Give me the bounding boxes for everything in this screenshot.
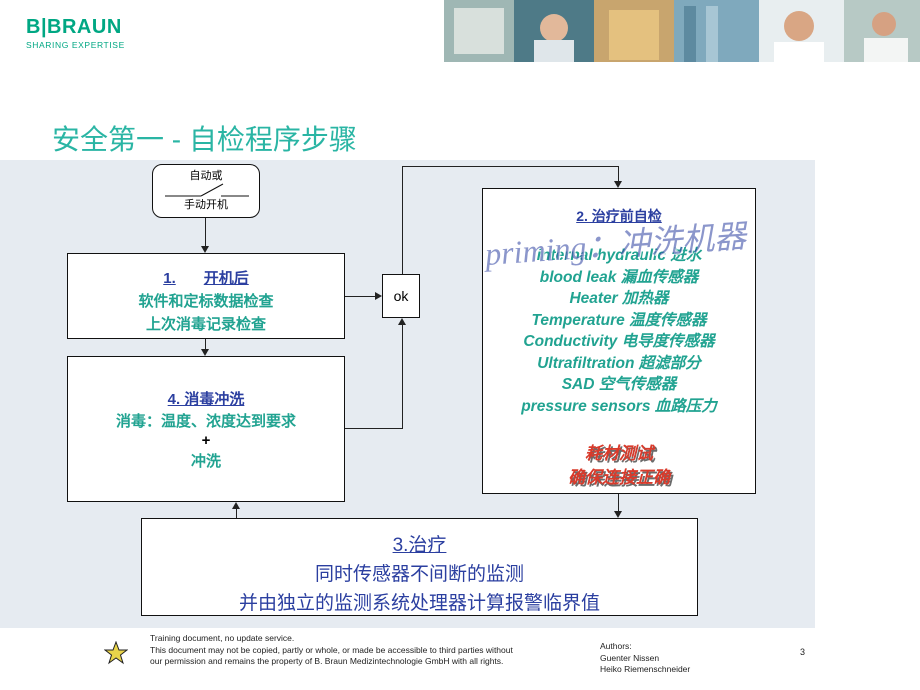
step-1-line-1: 软件和定标数据检查	[138, 293, 274, 310]
page-number: 3	[800, 647, 806, 657]
step-2-item: Ultrafiltration 超滤部分	[537, 354, 701, 372]
step-4-box: 4. 消毒冲洗 消毒：温度、浓度达到要求 + 冲洗	[67, 356, 345, 502]
connector-to-2	[618, 166, 619, 181]
step-1-heading: 1.开机后	[163, 270, 249, 287]
connector-2-to-3	[618, 494, 619, 511]
arrowhead	[201, 246, 209, 253]
step-2-item-list: internal hydraulic 进水 blood leak 漏血传感器 H…	[475, 245, 763, 417]
step-4-plus: +	[201, 432, 211, 449]
connector-1-to-ok	[345, 296, 375, 297]
start-label-top: 自动或	[189, 170, 223, 182]
footer-authors: Authors: Guenter Nissen Heiko Riemenschn…	[600, 641, 690, 676]
ok-label: ok	[393, 288, 409, 304]
arrowhead	[232, 502, 240, 509]
step-3-line-1: 同时传感器不间断的监测	[314, 564, 524, 585]
step-2-item: Temperature 温度传感器	[531, 311, 707, 329]
connector-3-to-4	[236, 509, 237, 518]
authors-label: Authors:	[600, 641, 632, 651]
brand-tagline: SHARING EXPERTISE	[26, 40, 125, 50]
star-icon	[103, 640, 129, 670]
connector-4-to-ok-v	[402, 325, 403, 429]
footer-line-1: Training document, no update service.	[150, 633, 295, 643]
step-2-box: 2. 治疗前自检 internal hydraulic 进水 blood lea…	[482, 188, 756, 494]
header-photo-strip	[444, 0, 920, 62]
arrowhead	[375, 292, 382, 300]
connector-ok-up	[402, 166, 403, 274]
footer-disclaimer: Training document, no update service. Th…	[150, 633, 513, 668]
step-2-item: pressure sensors 血路压力	[521, 397, 717, 415]
author-name: Guenter Nissen	[600, 652, 660, 663]
ok-node: ok	[382, 274, 420, 318]
start-node: 自动或 手动开机	[152, 164, 260, 218]
page-title: 安全第一 - 自检程序步骤	[52, 124, 357, 155]
start-label-bottom: 手动开机	[184, 199, 228, 211]
step-4-line-1: 消毒：温度、浓度达到要求	[115, 413, 296, 430]
step-2-red-line-1: 耗材测试	[585, 444, 653, 463]
footer-line-3: our permission and remains the property …	[150, 656, 504, 666]
arrowhead	[614, 181, 622, 188]
step-2-item: blood leak 漏血传感器	[539, 268, 699, 286]
step-4-line-2: 冲洗	[190, 453, 221, 470]
arrowhead	[614, 511, 622, 518]
step-3-heading: 3.治疗	[392, 535, 447, 556]
connector-1-to-4	[205, 339, 206, 349]
step-2-item: Heater 加热器	[569, 290, 669, 307]
brand-logo: B|BRAUN	[26, 16, 122, 38]
step-1-line-2: 上次消毒记录检查	[145, 316, 266, 333]
arrowhead	[398, 318, 406, 325]
step-2-heading: 2. 治疗前自检	[576, 208, 662, 224]
connector-4-to-ok-h	[345, 428, 402, 429]
step-2-item: Conductivity 电导度传感器	[523, 333, 715, 350]
switch-symbol	[165, 183, 249, 197]
step-3-box: 3.治疗 同时传感器不间断的监测 并由独立的监测系统处理器计算报警临界值	[141, 518, 698, 616]
connector-ok-top	[402, 166, 619, 167]
step-2-item: internal hydraulic 进水	[536, 247, 702, 264]
connector-start-to-1	[205, 218, 206, 246]
step-4-heading: 4. 消毒冲洗	[167, 391, 245, 408]
step-2-red-line-2: 确保连接正确	[568, 468, 670, 487]
step-2-item: SAD 空气传感器	[561, 376, 677, 393]
arrowhead	[201, 349, 209, 356]
step-1-box: 1.开机后 软件和定标数据检查 上次消毒记录检查	[67, 253, 345, 339]
author-name: Heiko Riemenschneider	[600, 664, 691, 674]
step-3-line-2: 并由独立的监测系统处理器计算报警临界值	[238, 593, 600, 614]
footer-line-2: This document may not be copied, partly …	[150, 644, 513, 655]
